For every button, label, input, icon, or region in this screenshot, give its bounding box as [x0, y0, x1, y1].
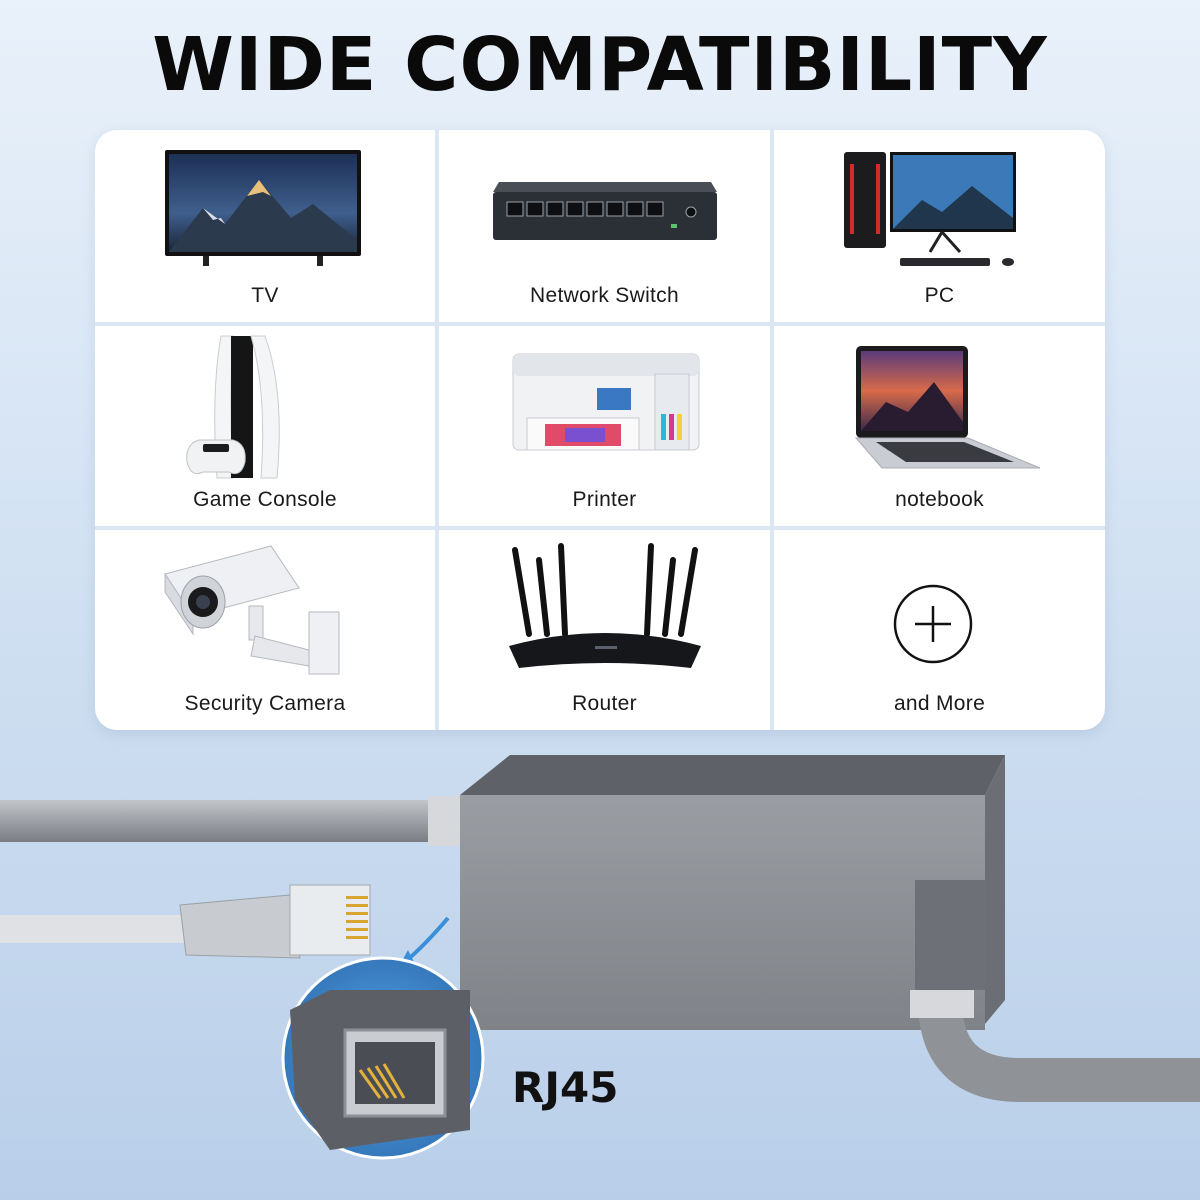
device-card-security-camera: Security Camera	[95, 530, 435, 730]
adapter-side	[980, 755, 1005, 1030]
security-camera-icon	[164, 545, 340, 675]
device-label: Router	[572, 692, 637, 715]
grid-divider	[95, 322, 1105, 326]
device-label: Security Camera	[184, 692, 346, 715]
grid-divider	[770, 130, 774, 730]
device-card-network-switch: Network Switch	[439, 130, 770, 322]
game-console-icon	[186, 335, 280, 479]
device-label: notebook	[895, 488, 984, 511]
device-label: PC	[924, 284, 955, 307]
page-title: WIDE COMPATIBILITY	[152, 22, 1048, 108]
arrow-line	[403, 916, 450, 964]
adapter-port-housing	[915, 880, 985, 990]
printer-icon	[512, 353, 700, 451]
device-label: Game Console	[193, 488, 337, 511]
device-card-more: and More	[774, 530, 1105, 730]
device-label: Printer	[572, 488, 637, 511]
tv-icon	[165, 150, 361, 266]
device-label: Network Switch	[530, 284, 679, 307]
adapter-cable	[0, 800, 470, 842]
rj45-adapter-illustration	[0, 755, 1200, 1160]
device-card-printer: Printer	[439, 326, 770, 526]
device-card-tv: TV	[95, 130, 435, 322]
adapter-body	[460, 795, 985, 1030]
network-switch-icon	[493, 182, 717, 240]
device-label: TV	[251, 284, 279, 307]
laptop-icon	[854, 346, 1041, 469]
device-card-notebook: notebook	[774, 326, 1105, 526]
device-label: and More	[893, 692, 986, 715]
device-card-pc: PC	[774, 130, 1105, 322]
cable-collar	[910, 990, 974, 1018]
ethernet-cable	[0, 915, 200, 943]
plus-circle-icon	[893, 584, 973, 664]
router-icon	[509, 543, 701, 668]
grid-divider	[435, 130, 439, 730]
device-card-router: Router	[439, 530, 770, 730]
adapter-top	[460, 755, 1005, 795]
device-card-game-console: Game Console	[95, 326, 435, 526]
ethernet-boot	[179, 894, 301, 959]
rj45-label: RJ45	[512, 1063, 619, 1112]
pc-icon	[844, 152, 1016, 266]
grid-divider	[95, 526, 1105, 530]
adapter-cable-out	[918, 999, 1200, 1102]
device-grid: TV Network Switch	[95, 130, 1105, 730]
